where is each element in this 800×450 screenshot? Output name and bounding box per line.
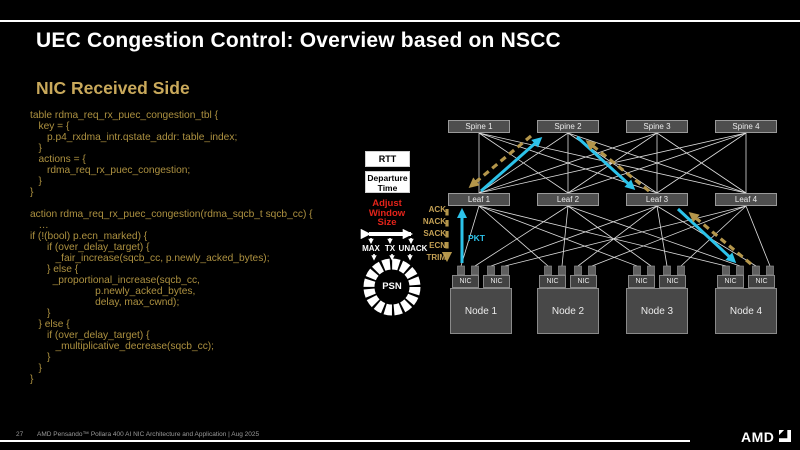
nic-port-stubs xyxy=(457,265,774,276)
spine-3-box: Spine 3 xyxy=(626,120,688,133)
nic-box: NIC xyxy=(452,275,479,288)
section-heading: NIC Received Side xyxy=(36,78,190,98)
max-pointer-label: MAX xyxy=(362,244,380,253)
p4-code-block: table rdma_req_rx_puec_congestion_tbl { … xyxy=(30,110,313,385)
feedback-label-trim: TRIM xyxy=(426,253,446,262)
node-label: Node 2 xyxy=(551,305,585,317)
psn-ring-label: PSN xyxy=(382,281,402,292)
node-3-box: Node 3 xyxy=(626,288,688,334)
spine-2-box: Spine 2 xyxy=(537,120,599,133)
leaf-3-box: Leaf 3 xyxy=(626,193,688,206)
adjust-window-label: Adjust Window Size xyxy=(368,198,406,228)
node-label: Node 3 xyxy=(640,305,674,317)
spine-4-box: Spine 4 xyxy=(715,120,777,133)
nic-box: NIC xyxy=(570,275,597,288)
feedback-label-sack: SACK xyxy=(423,229,446,238)
footer-text: AMD Pensando™ Pollara 400 AI NIC Archite… xyxy=(37,431,260,438)
bottom-divider xyxy=(0,440,690,442)
node-label: Node 1 xyxy=(464,305,498,317)
nic-box: NIC xyxy=(717,275,744,288)
leaf-node-links xyxy=(460,205,771,267)
packet-label: PKT xyxy=(468,233,485,243)
feedback-label-nack: NACK xyxy=(422,217,446,226)
node-1-box: Node 1 xyxy=(450,288,512,334)
psn-ring xyxy=(363,258,421,316)
node-label: Node 4 xyxy=(729,305,763,317)
slide-title: UEC Congestion Control: Overview based o… xyxy=(36,29,561,52)
page-number: 27 xyxy=(16,431,24,438)
nic-box: NIC xyxy=(539,275,566,288)
rtt-box: RTT xyxy=(365,151,410,167)
leaf-2-box: Leaf 2 xyxy=(537,193,599,206)
feedback-path-arrows xyxy=(441,134,753,266)
amd-logo-text: AMD xyxy=(741,429,775,445)
packet-path-arrows xyxy=(456,135,737,264)
nic-box: NIC xyxy=(628,275,655,288)
feedback-label-ack: ACK xyxy=(428,205,446,214)
nic-box: NIC xyxy=(748,275,775,288)
nic-box: NIC xyxy=(483,275,510,288)
spine-1-box: Spine 1 xyxy=(448,120,510,133)
feedback-label-ecn: ECN xyxy=(429,241,446,250)
departure-time-box: Departure Time xyxy=(365,171,410,193)
top-divider xyxy=(0,20,800,22)
leaf-1-box: Leaf 1 xyxy=(448,193,510,206)
unack-pointer-label: UNACK xyxy=(398,244,428,253)
amd-arrow-logo-icon xyxy=(779,430,791,442)
window-adjust-arrow xyxy=(360,228,414,261)
leaf-4-box: Leaf 4 xyxy=(715,193,777,206)
nic-box: NIC xyxy=(659,275,686,288)
node-4-box: Node 4 xyxy=(715,288,777,334)
node-2-box: Node 2 xyxy=(537,288,599,334)
tx-pointer-label: TX xyxy=(384,244,396,253)
